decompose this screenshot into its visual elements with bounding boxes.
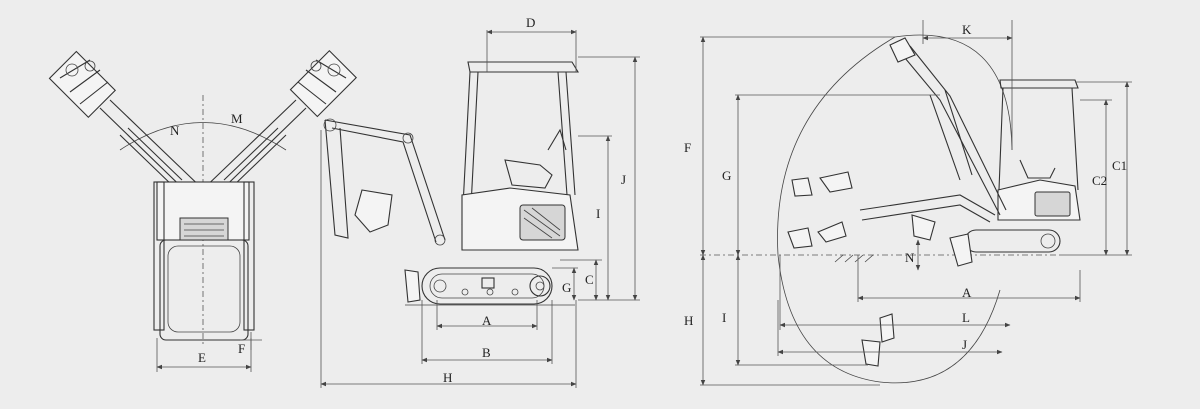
label-e: E	[198, 350, 206, 365]
label-h-range: H	[684, 313, 693, 328]
label-k: K	[962, 22, 972, 37]
working-range-view: K F G H I C2 C1 N A L J	[684, 20, 1132, 386]
label-n: N	[170, 123, 180, 138]
label-f-top: F	[238, 341, 245, 356]
label-c-side: C	[585, 272, 594, 287]
side-view: D J I C G A B H	[320, 15, 640, 388]
label-l-range: L	[962, 310, 970, 325]
left-boom-arm	[48, 50, 211, 206]
label-j-side: J	[621, 172, 626, 187]
label-c1: C1	[1112, 158, 1127, 173]
label-i-range: I	[722, 310, 726, 325]
label-f-range: F	[684, 140, 691, 155]
label-d: D	[526, 15, 535, 30]
label-a-range: A	[962, 285, 972, 300]
label-j-range: J	[962, 337, 967, 352]
label-c2: C2	[1092, 173, 1107, 188]
label-b-side: B	[482, 345, 491, 360]
label-n-range: N	[905, 250, 915, 265]
label-m: M	[231, 111, 243, 126]
top-view: N M E F	[48, 49, 358, 372]
label-i-side: I	[596, 206, 600, 221]
label-a-side: A	[482, 313, 492, 328]
label-h-side: H	[443, 370, 452, 385]
label-g-side: G	[562, 280, 571, 295]
label-g-range: G	[722, 168, 731, 183]
